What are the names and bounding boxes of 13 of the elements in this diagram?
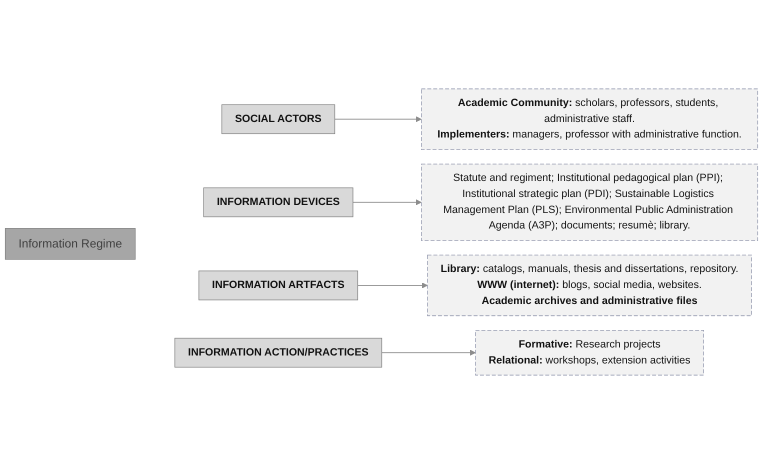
node-box: Statute and regiment; Institutional pedagogical plan (PPI); Institutional strategic plan (PDI); Sustainable Logistics Management Plan (PLS); Environmental Public Administration Agenda (A3P); documents; resumè; library.: [421, 164, 758, 241]
arrow: [381, 350, 476, 356]
arrow: [334, 116, 422, 122]
node-box: Information Regime: [4, 228, 136, 260]
node-box: INFORMATION ARTFACTS: [198, 270, 358, 300]
node-box: INFORMATION DEVICES: [203, 187, 354, 218]
arrow: [357, 282, 428, 288]
node-box: INFORMATION ACTION/PRACTICES: [174, 338, 382, 368]
node-box: Library: catalogs, manuals, thesis and dissertations, repository. WWW (internet): blogs, social media, websites. Academic archives and administrative files: [427, 254, 752, 316]
node-box: Academic Community: scholars, professors, students, administrative staff. Implementers: managers, professor with administrative function.: [421, 88, 758, 150]
node-box: SOCIAL ACTORS: [221, 104, 336, 134]
node-box: Formative: Research projects Relational: workshops, extension activities: [475, 330, 704, 376]
arrow: [352, 199, 422, 206]
